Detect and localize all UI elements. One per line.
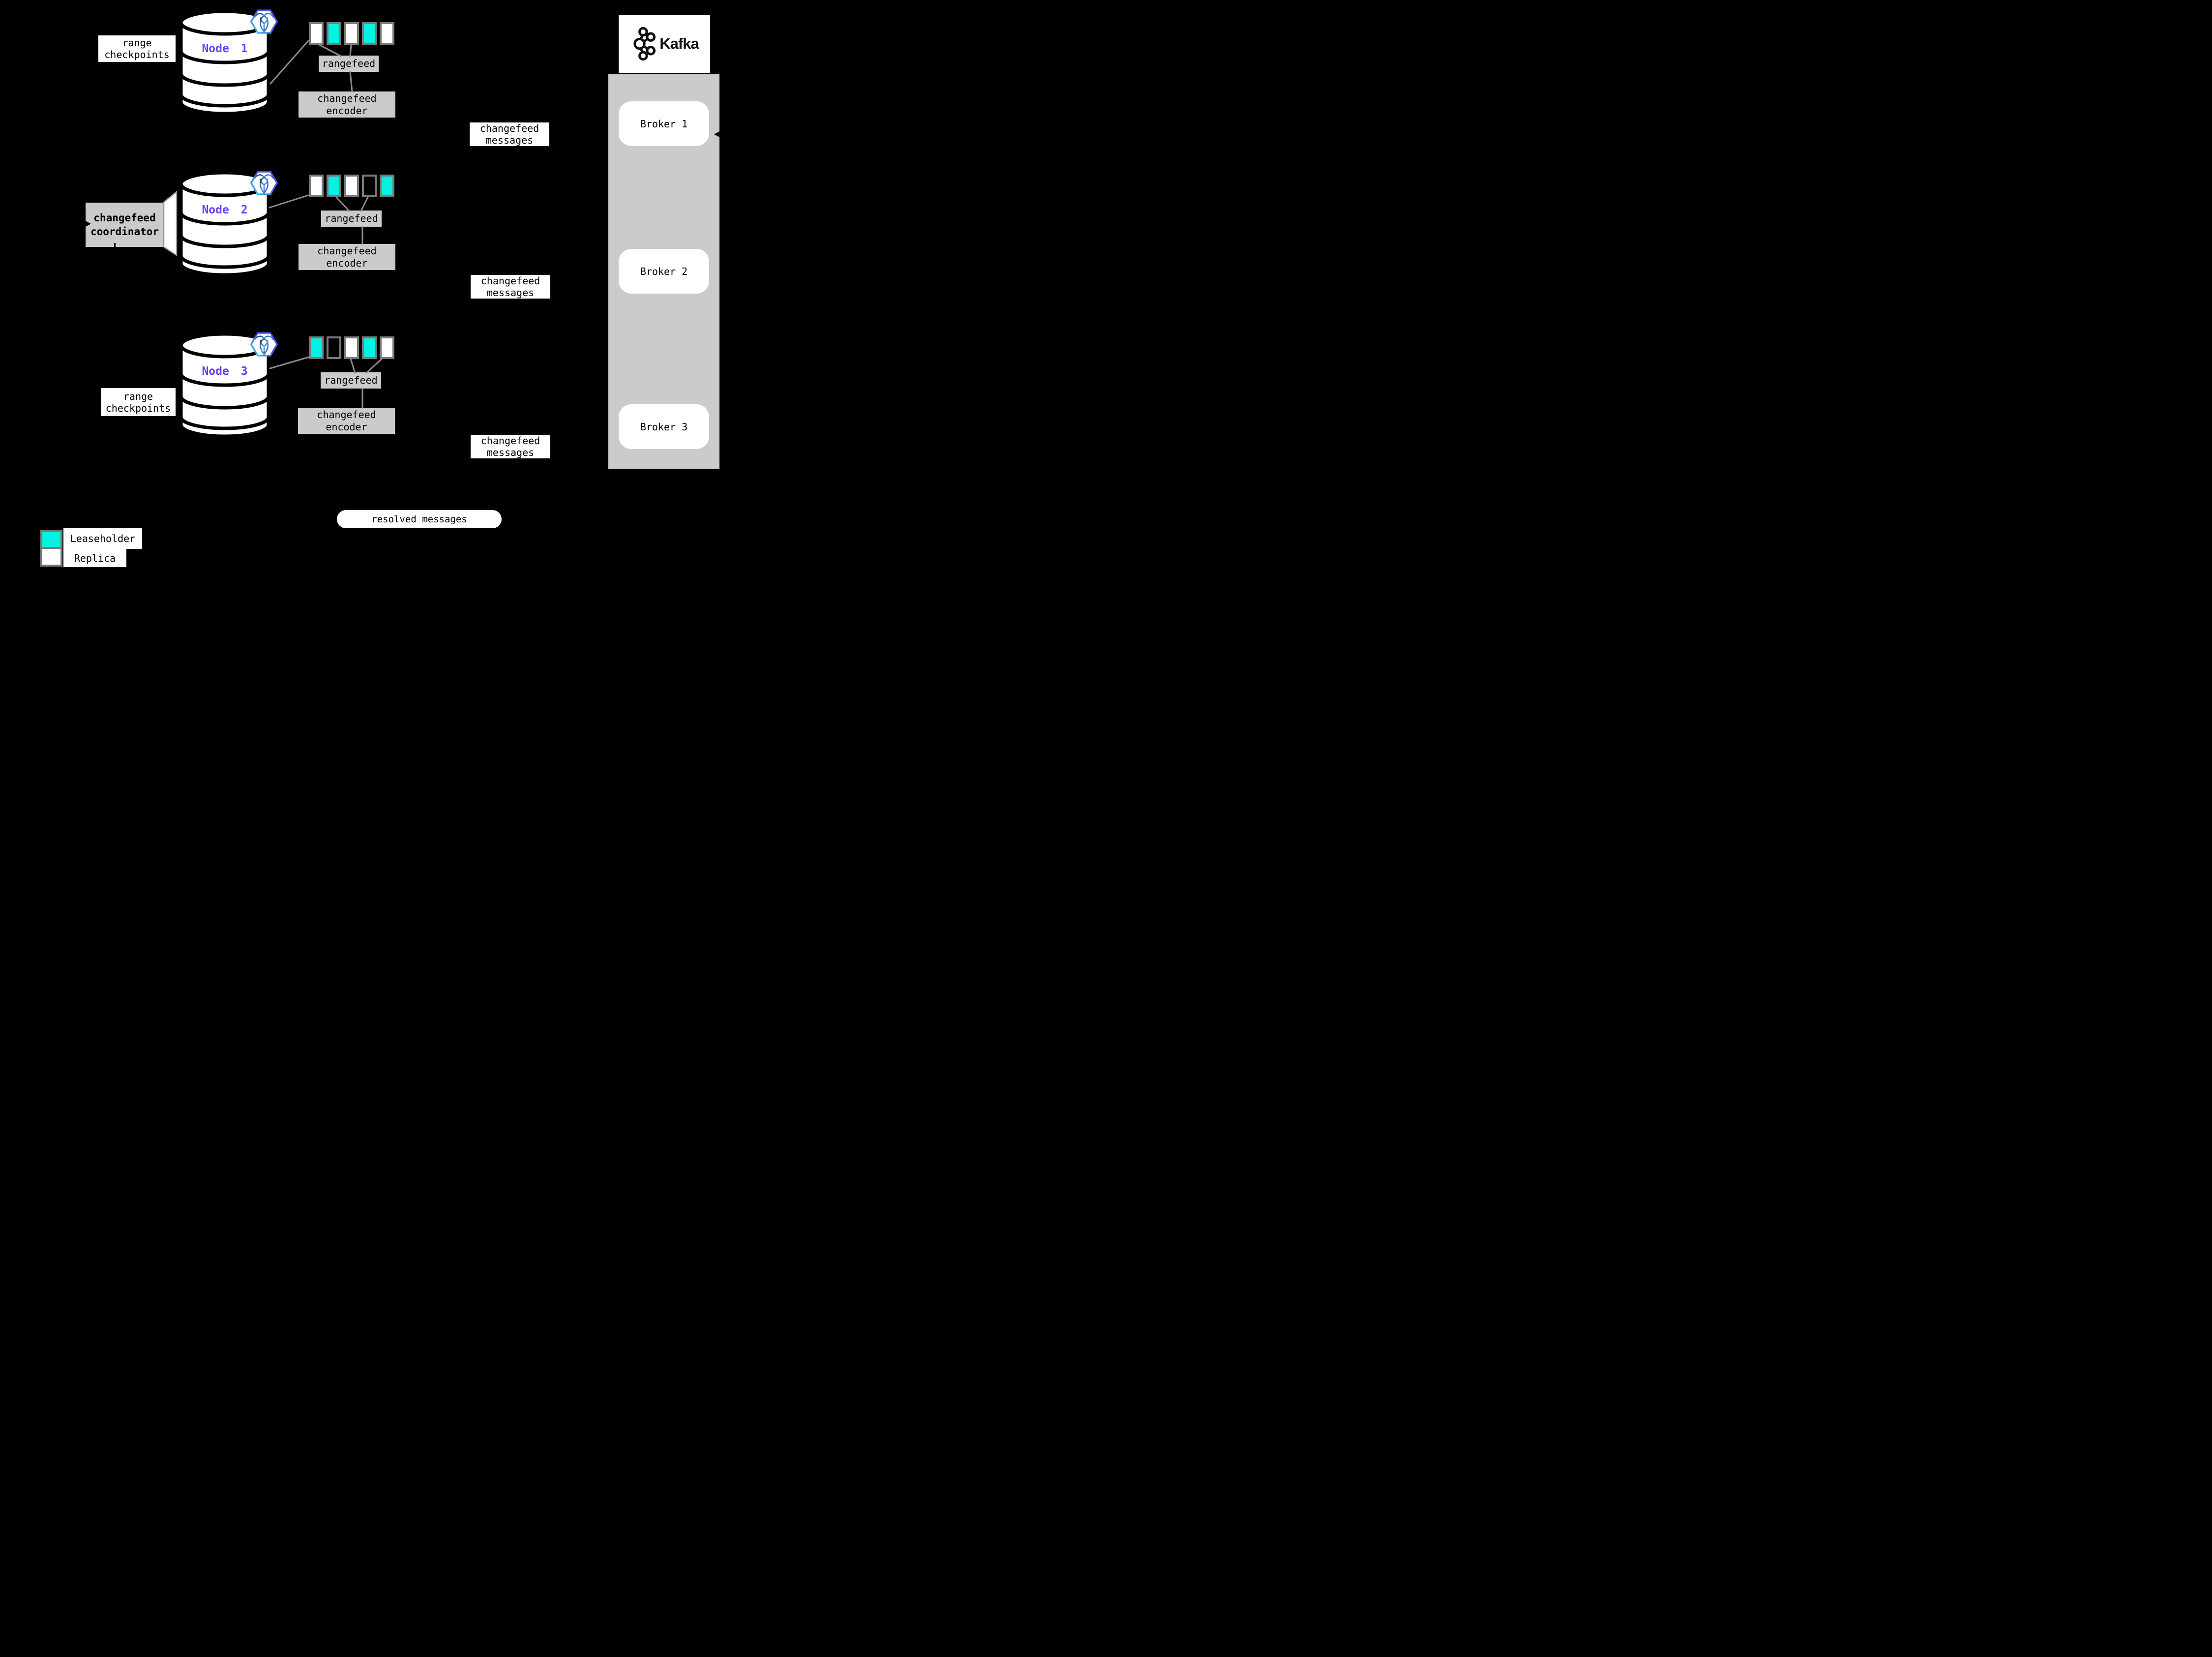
node3-changefeed-messages-label: changefeed messages xyxy=(471,435,550,458)
node1-range-2 xyxy=(327,22,341,45)
legend-leaseholder-label: Leaseholder xyxy=(63,528,142,549)
kafka-logo: Kafka xyxy=(619,15,710,73)
node2-range-1 xyxy=(309,175,324,197)
node1-changefeed-encoder-box: changefeed encoder xyxy=(299,91,395,118)
kafka-wordmark: Kafka xyxy=(659,35,699,52)
node2-range-2 xyxy=(327,175,341,197)
node3-range-5 xyxy=(380,336,394,359)
coordinator-callout xyxy=(163,190,178,257)
kafka-logo-icon xyxy=(633,27,656,61)
coordinator-outgoing-tick xyxy=(114,243,116,248)
node3-range-3 xyxy=(344,336,359,359)
node3-range-4 xyxy=(362,336,377,359)
node1-label: Node 1 xyxy=(202,42,248,55)
changefeed-coordinator-label: changefeed coordinator xyxy=(86,203,164,247)
node2-range-4 xyxy=(362,175,377,197)
node1-range-4 xyxy=(362,22,377,45)
cockroachdb-logo-icon xyxy=(250,171,278,195)
range-checkpoints-label: range checkpoints xyxy=(98,35,176,62)
node1-range-5 xyxy=(380,22,394,45)
node2-connector-lines xyxy=(269,194,369,245)
node2-changefeed-messages-label: changefeed messages xyxy=(471,275,550,299)
broker-arrowhead-icon xyxy=(714,130,722,139)
coordinator-arrowhead-icon xyxy=(84,220,91,228)
node2-changefeed-encoder-box: changefeed encoder xyxy=(299,244,395,270)
cockroachdb-logo-icon xyxy=(250,332,278,357)
node3-cylinder xyxy=(179,332,270,438)
changefeed-architecture-diagram: range checkpoints Node 1 rangefeed chang… xyxy=(0,0,771,577)
connectors-overlay xyxy=(84,40,722,409)
node3-connector-lines xyxy=(269,356,383,409)
node1-connector-lines xyxy=(269,40,353,92)
node1-changefeed-messages-label: changefeed messages xyxy=(470,122,549,146)
node1-range-1 xyxy=(309,22,324,45)
broker-card-2: Broker 2 xyxy=(619,249,709,294)
legend-replica-label: Replica xyxy=(63,549,126,567)
legend-replica-swatch xyxy=(40,547,62,567)
node3-range-1 xyxy=(309,336,324,359)
node3-changefeed-encoder-box: changefeed encoder xyxy=(298,408,395,434)
resolved-messages-pill: resolved messages xyxy=(337,510,502,528)
node3-rangefeed-box: rangefeed xyxy=(321,372,381,389)
node2-range-3 xyxy=(344,175,359,197)
cockroachdb-logo-icon xyxy=(250,9,278,34)
node3-range-2 xyxy=(327,336,341,359)
node2-cylinder xyxy=(179,171,270,277)
broker-card-1: Broker 1 xyxy=(619,101,709,146)
range-checkpoints-label: range checkpoints xyxy=(101,388,176,416)
broker-card-3: Broker 3 xyxy=(619,404,709,449)
node1-rangefeed-box: rangefeed xyxy=(319,56,379,72)
node3-label: Node 3 xyxy=(202,365,248,378)
node1-range-3 xyxy=(344,22,359,45)
node2-label: Node 2 xyxy=(202,204,248,216)
node2-rangefeed-box: rangefeed xyxy=(321,211,382,227)
node2-range-5 xyxy=(380,175,394,197)
